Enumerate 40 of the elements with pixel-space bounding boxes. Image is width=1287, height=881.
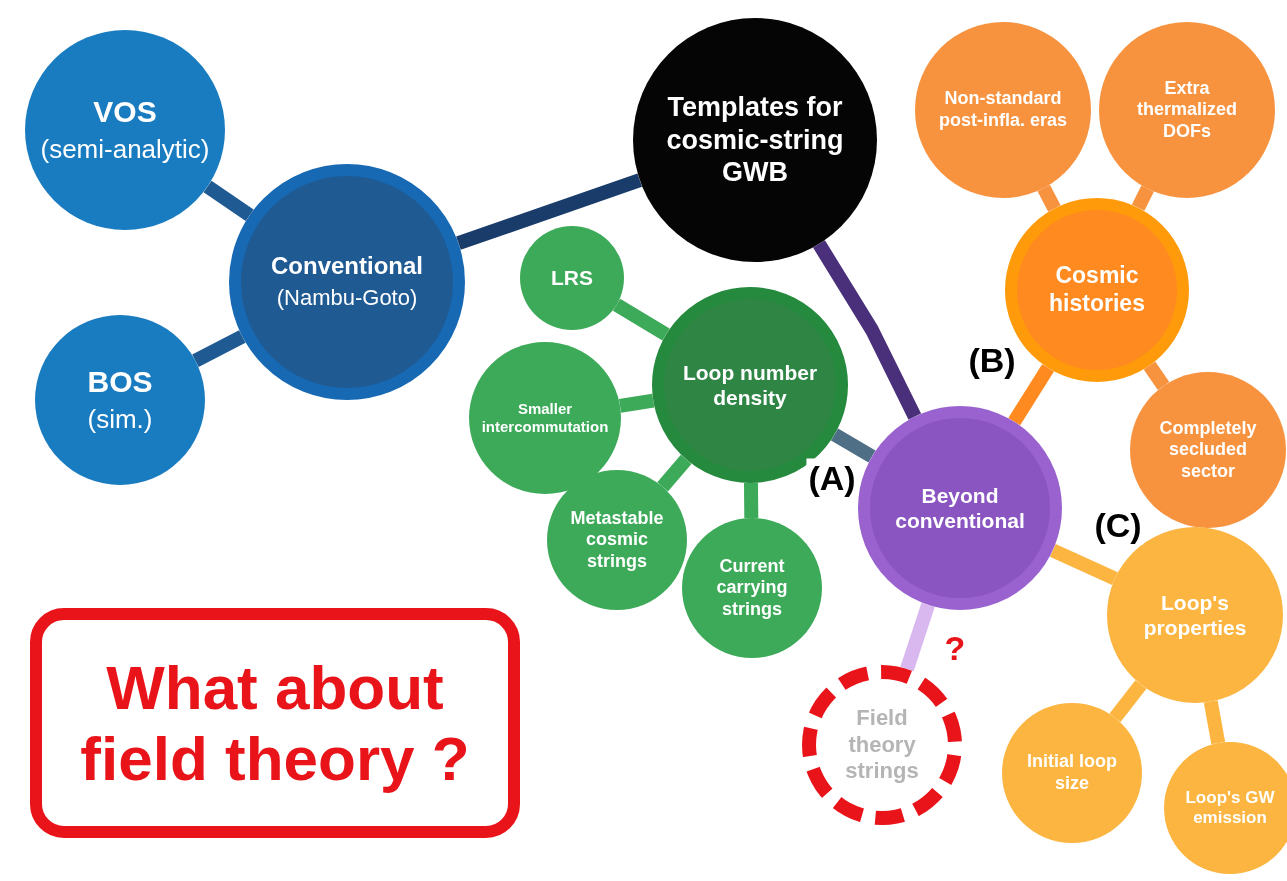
- branch-connector: [1203, 700, 1226, 745]
- topic-title: Loop's GW emission: [1184, 787, 1276, 829]
- branch-connector: [612, 298, 670, 341]
- topic-title: Non-standard post-infla. eras: [938, 88, 1068, 132]
- branch-connector: [192, 330, 246, 367]
- topic-title: Extra thermalized DOFs: [1136, 77, 1238, 143]
- branch-connector: [618, 393, 655, 413]
- topic-title: Completely secluded sector: [1158, 417, 1258, 483]
- branch-connector: [831, 428, 876, 463]
- topic-subtitle: (semi-analytic): [40, 134, 210, 166]
- branch-connector: [1143, 361, 1170, 390]
- callout-box: [30, 608, 520, 838]
- topic-title: BOS: [87, 364, 153, 401]
- branch-connector: [1008, 364, 1054, 426]
- topic-title: VOS: [93, 94, 157, 131]
- branch-connector: [813, 240, 922, 420]
- topic-title: Metastable cosmic strings: [569, 507, 665, 573]
- topic-title: Cosmic histories: [1048, 262, 1146, 318]
- topic-subtitle: (sim.): [87, 404, 153, 436]
- topic-title: Current carrying strings: [715, 555, 789, 621]
- topic-title: Templates for cosmic-string GWB: [665, 91, 845, 189]
- topic-title: Loop number density: [681, 359, 819, 411]
- branch-connector: [900, 602, 935, 672]
- topic-subtitle: (Nambu-Goto): [276, 285, 418, 312]
- branch-connector: [1049, 543, 1118, 585]
- branch-connector: [743, 482, 759, 519]
- topic-title: Smaller intercommutation: [480, 400, 610, 436]
- branch-connector: [1037, 184, 1061, 212]
- branch-connector: [1109, 680, 1147, 723]
- callout-text: What about field theory ?: [79, 651, 471, 795]
- branch-connector: [1131, 185, 1154, 211]
- branch-connector: [657, 454, 692, 492]
- topic-title: Beyond conventional: [894, 482, 1026, 534]
- topic-title: Loop's properties: [1142, 589, 1248, 641]
- topic-title: Initial loop size: [1026, 751, 1118, 795]
- topic-title: Conventional: [271, 252, 423, 282]
- branch-connector: [456, 173, 643, 250]
- branch-connector: [203, 180, 254, 222]
- topic-title: Field theory strings: [844, 705, 920, 785]
- topic-title: LRS: [551, 265, 593, 291]
